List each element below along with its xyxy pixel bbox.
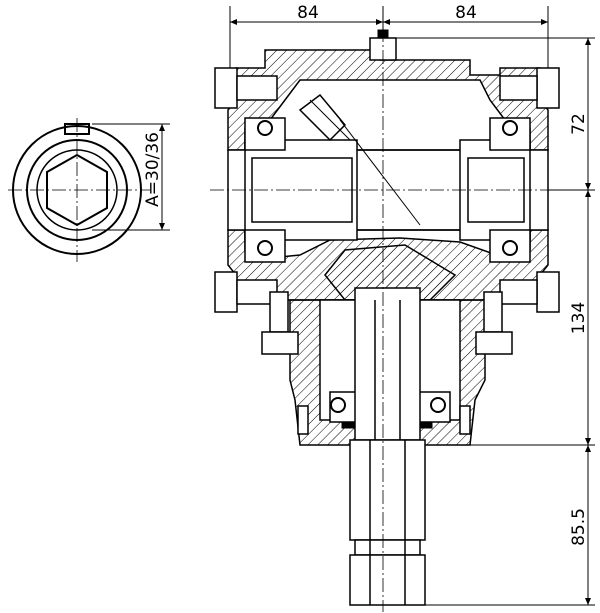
bolt-bottom-right [499,271,560,313]
bolt-top-right [499,67,560,109]
dimension-top-right: 84 [455,3,477,23]
shaft-cross-section: A=30/36 [8,118,170,262]
dimension-right-middle: 134 [569,302,589,334]
dimension-top-left: 84 [297,3,319,23]
right-dimensions: 72 134 85.5 [395,37,595,606]
bolt-top-left [214,67,278,109]
dimension-right-bottom: 85.5 [569,508,589,546]
top-dimensions: 84 84 [229,3,549,100]
dimension-right-top: 72 [569,113,589,135]
gearbox-section [210,28,560,612]
dimension-shaft-section: A=30/36 [143,132,163,207]
